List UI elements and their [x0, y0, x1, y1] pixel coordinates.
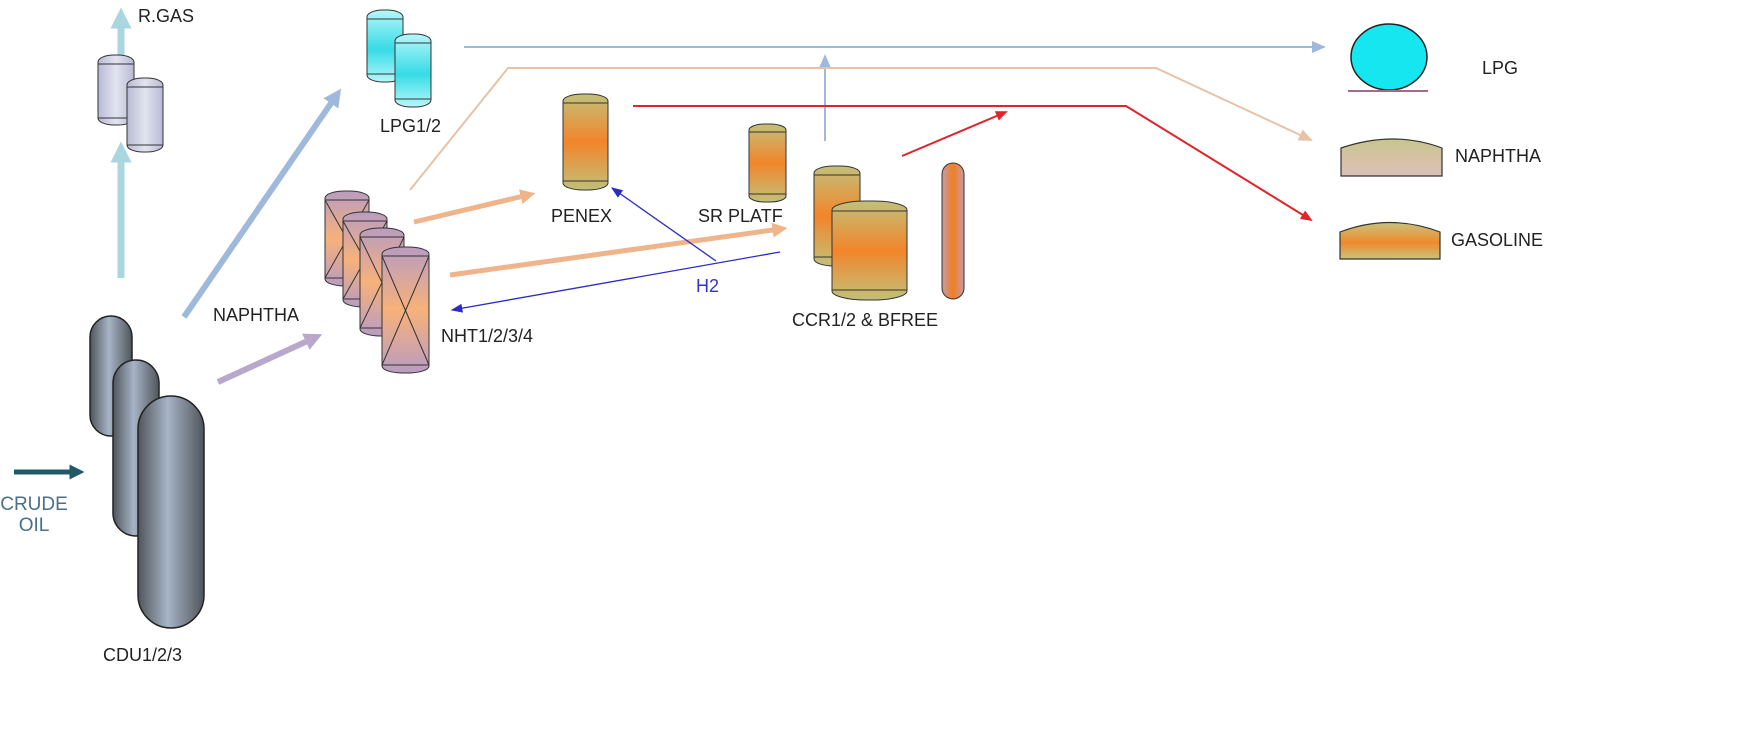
rgas-drums — [97, 54, 164, 153]
lpg-drums — [366, 9, 432, 108]
bfree-column — [941, 162, 965, 300]
h2-penex-stream-arrow — [610, 187, 717, 262]
ccr-label: CCR1/2 & BFREE — [792, 310, 938, 330]
rgas-label: R.GAS — [138, 6, 194, 26]
ccr-vessels — [813, 165, 908, 301]
h2-label: H2 — [696, 276, 719, 296]
cdu-columns — [89, 315, 205, 629]
lpg-product-label: LPG — [1482, 58, 1518, 78]
lpg12-label: LPG1/2 — [380, 116, 441, 136]
h2-recycle-stream-arrow — [450, 251, 781, 313]
sr-platf-label: SR PLATF — [698, 206, 783, 226]
naphtha-feed-stream-arrow — [216, 333, 323, 385]
penex-feed-stream-arrow — [413, 189, 536, 225]
naphtha-tank — [1340, 138, 1443, 177]
ccr-gasoline-stream-arrow — [901, 111, 1008, 157]
crude-oil-label-line1: CRUDE — [0, 494, 68, 515]
crude-oil-label-line2: OIL — [19, 515, 50, 536]
lpg-sphere — [1348, 23, 1428, 92]
nht-label: NHT1/2/3/4 — [441, 326, 533, 346]
penex-label: PENEX — [551, 206, 612, 226]
naphtha-feed-label: NAPHTHA — [213, 305, 299, 325]
cdu-label: CDU1/2/3 — [103, 645, 182, 665]
gasoline-product-label: GASOLINE — [1451, 230, 1543, 250]
lpg-feed-stream-arrow — [181, 88, 342, 319]
naphtha-product-stream-arrow — [409, 67, 1313, 191]
gasoline-tank — [1339, 221, 1441, 260]
naphtha-product-label: NAPHTHA — [1455, 146, 1541, 166]
penex-vessel — [562, 93, 609, 191]
gasoline-product-stream-arrow — [633, 105, 1313, 222]
ccr-feed-stream-arrow — [449, 222, 788, 278]
sr-platf-vessel — [748, 123, 787, 203]
nht-reactors — [324, 190, 430, 374]
